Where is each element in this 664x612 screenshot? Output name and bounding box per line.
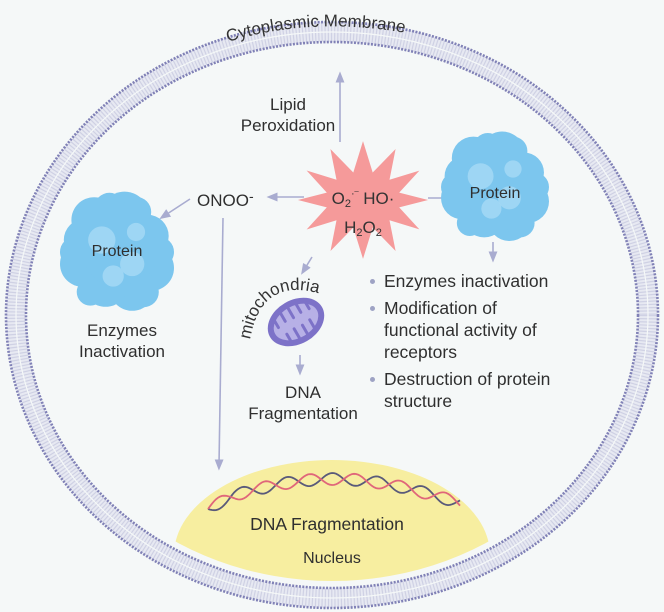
protein-left-effect: Enzymes Inactivation [62, 320, 182, 362]
protein-blob-part [59, 236, 91, 268]
dna-strand [207, 472, 461, 512]
protein-left-label: Protein [91, 243, 143, 260]
mitochondria-effect-line1: DNA [285, 383, 321, 402]
effect-item-enzymes: Enzymes inactivation [368, 270, 608, 292]
lipid-peroxidation-line1: Lipid [270, 95, 306, 114]
protein-right-label: Protein [469, 185, 521, 202]
peroxynitrite-label: ONOO- [197, 188, 254, 210]
ros-line1: O2·⁻ HO· [331, 188, 395, 210]
protein-blob-part [76, 278, 105, 306]
protein-blob-part [473, 133, 503, 162]
protein-right-icon [441, 131, 549, 241]
mitochondria-effect-line2: Fragmentation [248, 404, 358, 423]
lipid-peroxidation-line2: Peroxidation [240, 116, 336, 135]
protein-blob-highlight [481, 198, 502, 219]
protein-blob-part [456, 210, 483, 236]
cytoplasmic-membrane [4, 20, 660, 610]
arrow-to-mitochondria [301, 256, 313, 275]
protein-blob-highlight [88, 226, 116, 254]
ros-star-icon [297, 141, 429, 259]
lipid-peroxidation-label: Lipid Peroxidation [238, 94, 338, 136]
nucleus-label: Nucleus [303, 550, 361, 567]
protein-blob-part [120, 196, 152, 228]
arrow-onoo-to-nucleus [214, 217, 224, 471]
protein-blob-part [128, 276, 159, 308]
protein-blob-part [498, 136, 528, 166]
protein-blob-highlight [126, 222, 146, 242]
protein-left-effect-line2: Inactivation [79, 342, 165, 361]
ros-line2: H2O2 [344, 218, 382, 239]
ros-formula: O2·⁻ HO· H2O2 [323, 182, 403, 245]
protein-blob-part [94, 192, 125, 224]
protein-left-effect-line1: Enzymes [87, 321, 157, 340]
protein-blob-highlight [504, 160, 522, 178]
mitochondria-effect: DNA Fragmentation [240, 382, 366, 424]
protein-left-icon [59, 191, 174, 311]
protein-blob-part [441, 172, 470, 202]
protein-blob-highlight [467, 163, 494, 190]
protein-blob-part [143, 236, 174, 268]
protein-blob-part [520, 172, 549, 202]
dna-strand [207, 472, 461, 510]
mitochondria-icon [267, 297, 325, 347]
protein-blob-part [505, 208, 535, 238]
arrow-to-protein-left [159, 198, 191, 220]
dna-helix-icon [207, 472, 461, 512]
nucleus-effect: DNA Fragmentation [250, 514, 404, 534]
nucleus [174, 460, 490, 581]
protein-blob-highlight [120, 251, 145, 277]
protein-blob-highlight [497, 186, 521, 210]
protein-blob-highlight [102, 265, 124, 287]
